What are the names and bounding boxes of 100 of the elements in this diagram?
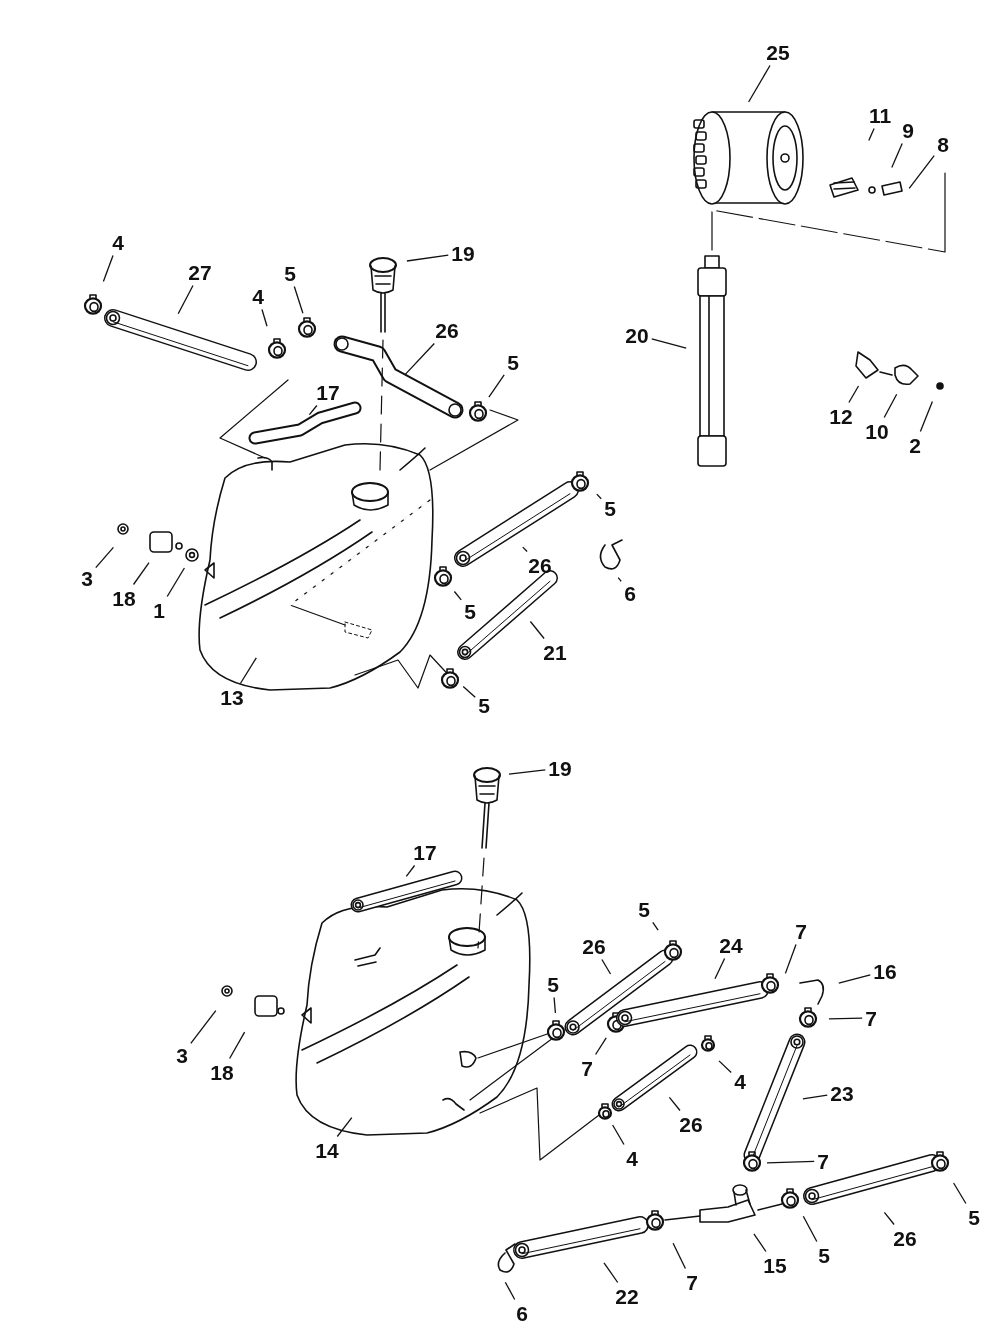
- callout-number: 24: [719, 934, 743, 956]
- callout-number: 5: [818, 1244, 830, 1266]
- leader-line: [828, 1017, 863, 1020]
- callout-number: 27: [188, 261, 212, 283]
- leader-line: [802, 1094, 828, 1100]
- callout-number: 26: [435, 319, 459, 341]
- leader-line: [553, 996, 557, 1014]
- leader-line: [601, 958, 612, 975]
- callout-number: 10: [865, 420, 889, 442]
- callout-number: 5: [604, 497, 616, 519]
- leader-line: [596, 493, 602, 500]
- leader-line: [132, 562, 150, 586]
- callout-number: 19: [451, 242, 475, 264]
- leader-line: [891, 142, 903, 169]
- leader-line: [95, 546, 115, 569]
- callout-number: 4: [252, 285, 264, 307]
- callout-number: 7: [686, 1271, 698, 1293]
- callout-number: 7: [581, 1057, 593, 1079]
- leader-line: [714, 957, 726, 980]
- leader-line: [404, 342, 435, 376]
- callout-number: 7: [817, 1150, 829, 1172]
- callout-number: 5: [284, 262, 296, 284]
- leader-line: [747, 64, 771, 103]
- leader-line: [508, 769, 546, 775]
- callout-number: 3: [81, 567, 93, 589]
- callout-number: 19: [548, 757, 572, 779]
- leader-line: [611, 1124, 625, 1146]
- callout-number: 5: [547, 973, 559, 995]
- leader-line: [617, 576, 622, 583]
- leader-line: [651, 338, 687, 349]
- leader-line: [883, 1211, 895, 1226]
- callout-number: 17: [413, 841, 437, 863]
- callout-number: 16: [873, 960, 897, 982]
- callout-number: 3: [176, 1044, 188, 1066]
- leader-line: [672, 1242, 687, 1270]
- leader-line: [952, 1182, 967, 1205]
- callout-number: 14: [315, 1139, 339, 1161]
- callout-number: 26: [528, 554, 552, 576]
- leader-line: [883, 393, 898, 419]
- callout-number: 13: [220, 686, 244, 708]
- callout-number: 6: [516, 1302, 528, 1324]
- callout-number: 26: [582, 935, 606, 957]
- leader-line: [718, 1060, 732, 1074]
- callout-number: 21: [543, 641, 567, 663]
- leader-line: [177, 284, 194, 315]
- callout-number: 8: [937, 133, 949, 155]
- callout-number: 5: [464, 600, 476, 622]
- leader-line: [102, 254, 114, 283]
- leader-line: [190, 1009, 217, 1045]
- callout-number: 5: [968, 1206, 980, 1228]
- callout-number: 18: [112, 587, 136, 609]
- leader-line: [766, 1160, 815, 1164]
- callout-number: 5: [507, 351, 519, 373]
- leader-line: [753, 1233, 767, 1253]
- callout-number: 4: [734, 1070, 746, 1092]
- callout-number: 4: [112, 231, 124, 253]
- callout-number: 17: [316, 381, 340, 403]
- callout-number: 18: [210, 1061, 234, 1083]
- callout-number: 26: [679, 1113, 703, 1135]
- callout-number: 12: [829, 405, 853, 427]
- leader-line: [802, 1215, 818, 1243]
- callout-number: 6: [624, 582, 636, 604]
- leader-line: [908, 154, 935, 190]
- leader-line: [919, 400, 934, 433]
- leader-line: [453, 590, 462, 601]
- callout-number: 2: [909, 434, 921, 456]
- callout-number: 23: [830, 1082, 854, 1104]
- leader-line: [848, 385, 860, 404]
- callout-number: 11: [868, 104, 892, 126]
- leader-line: [652, 921, 659, 931]
- callout-number: 15: [763, 1254, 787, 1276]
- leader-line: [529, 620, 545, 640]
- leader-line: [239, 657, 257, 685]
- leader-line: [668, 1096, 681, 1112]
- callout-number: 7: [865, 1007, 877, 1029]
- callout-number: 9: [902, 119, 914, 141]
- callout-number: 26: [893, 1227, 917, 1249]
- leader-line: [594, 1037, 607, 1056]
- leader-line: [522, 546, 528, 553]
- callout-number: 20: [625, 324, 649, 346]
- leader-line: [603, 1262, 619, 1284]
- leader-line: [405, 864, 416, 878]
- leader-line: [261, 308, 268, 327]
- callout-number: 4: [626, 1147, 638, 1169]
- callout-number: 1: [153, 599, 165, 621]
- callout-number: 25: [766, 41, 790, 63]
- leader-line: [406, 254, 449, 262]
- callout-number: 5: [478, 694, 490, 716]
- callout-number: 22: [615, 1285, 639, 1307]
- leader-line: [293, 285, 304, 314]
- leader-line: [504, 1281, 516, 1301]
- leader-line: [838, 974, 871, 984]
- leader-line: [228, 1031, 246, 1060]
- leader-line: [166, 567, 186, 598]
- leader-line: [462, 685, 476, 698]
- leader-line: [488, 374, 505, 398]
- leader-line: [308, 404, 318, 416]
- callout-number: 7: [795, 920, 807, 942]
- leader-line: [336, 1116, 353, 1138]
- callout-number: 5: [638, 898, 650, 920]
